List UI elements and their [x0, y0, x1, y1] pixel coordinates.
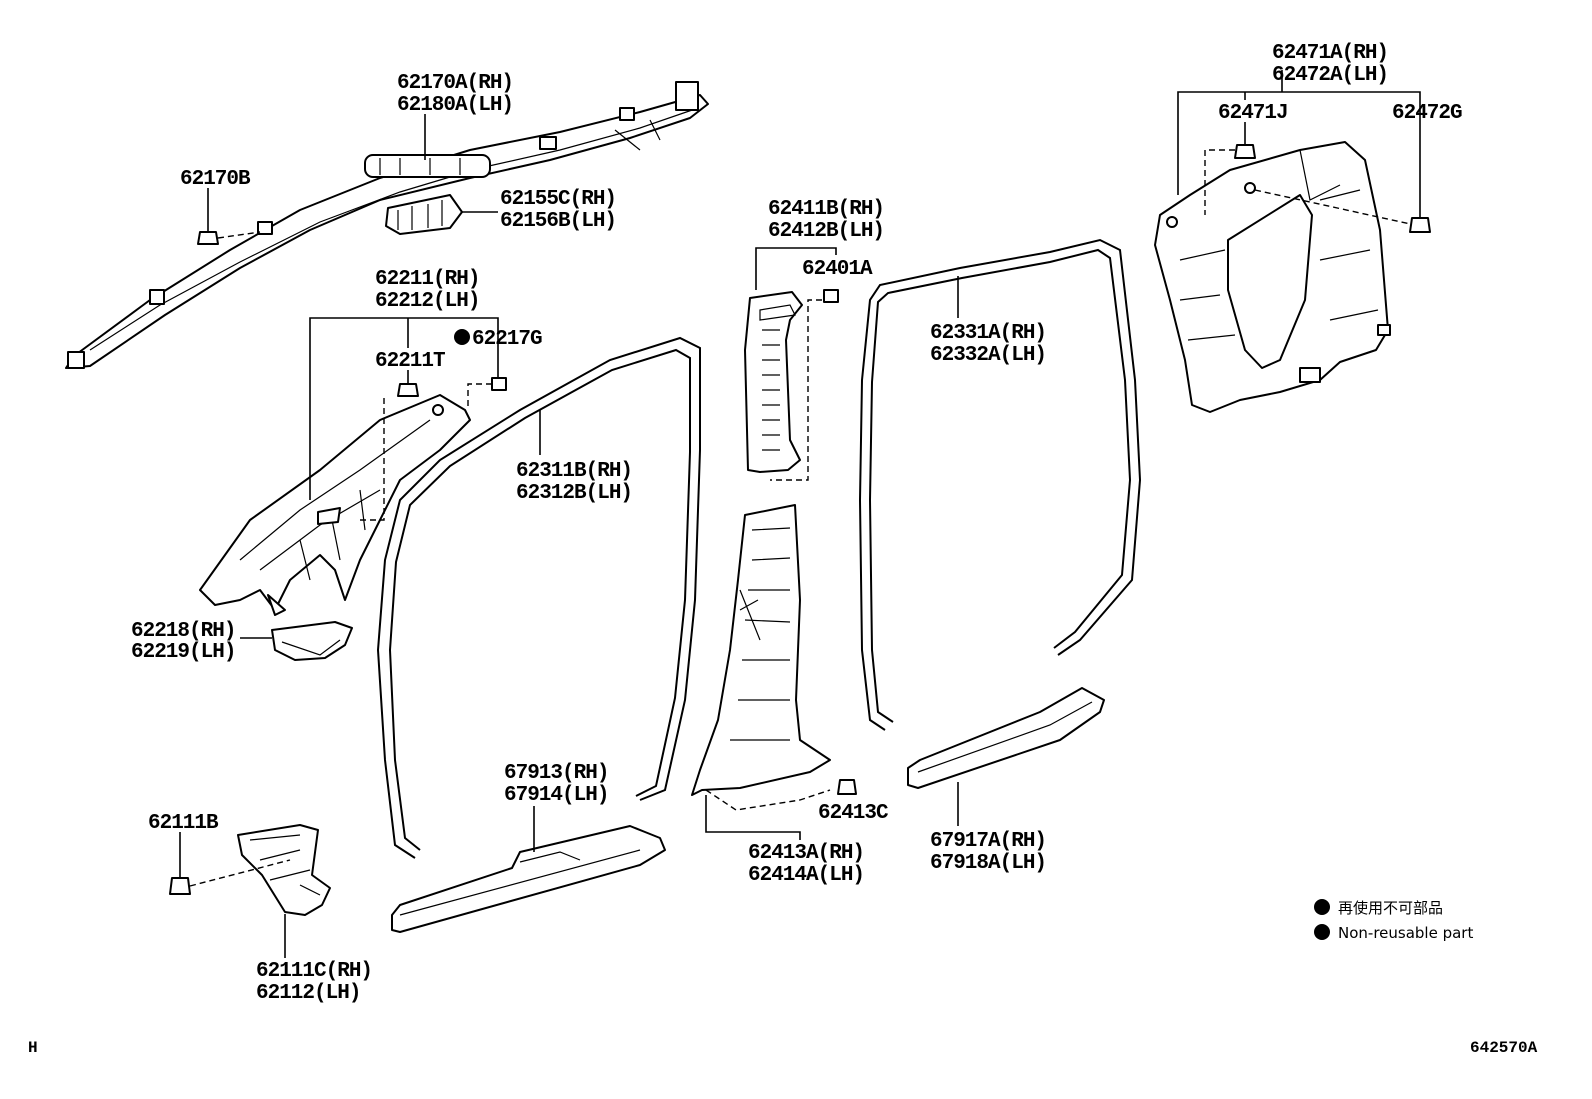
label-67913: 67913(RH): [504, 762, 608, 785]
label-62412b: 62412B(LH): [768, 220, 884, 243]
clip-62111b: [169, 832, 291, 895]
label-62211t: 62211T: [375, 350, 445, 373]
label-62218: 62218(RH): [131, 620, 235, 643]
front-door-opening-trim: [376, 336, 701, 859]
legend: 再使用不可部品 Non-reusable part: [1314, 899, 1473, 942]
label-62211: 62211(RH): [375, 268, 479, 291]
front-scuff-plate: [391, 806, 666, 933]
label-62217g: 62217G: [472, 328, 542, 351]
leader-62211: [309, 317, 507, 521]
label-62472a: 62472A(LH): [1272, 64, 1388, 87]
part-labels: 62170A(RH) 62180A(LH) 62170B 62155C(RH) …: [131, 42, 1463, 1005]
label-62413a: 62413A(RH): [748, 842, 864, 865]
rear-scuff-plate: [907, 687, 1105, 826]
non-reusable-mark-62217g: [454, 329, 470, 345]
label-67917a: 67917A(RH): [930, 830, 1046, 853]
label-62401a: 62401A: [802, 258, 873, 281]
diagram-id: 642570A: [1470, 1039, 1538, 1057]
label-62170b: 62170B: [180, 168, 251, 191]
label-62111c: 62111C(RH): [256, 960, 372, 983]
label-62471a: 62471A(RH): [1272, 42, 1388, 65]
legend-bullet-en: [1314, 924, 1330, 940]
bracket-62155c: [385, 194, 498, 235]
cowl-side-trim: [237, 824, 331, 958]
label-62112: 62112(LH): [256, 982, 360, 1005]
label-62180a: 62180A(LH): [397, 94, 513, 117]
label-62331a: 62331A(RH): [930, 322, 1046, 345]
center-pillar-upper-garnish: [744, 247, 839, 481]
label-67914: 67914(LH): [504, 784, 608, 807]
legend-en: Non-reusable part: [1338, 924, 1473, 942]
label-62155c: 62155C(RH): [500, 188, 616, 211]
cover-62218: [240, 621, 353, 661]
label-62156b: 62156B(LH): [500, 210, 616, 233]
legend-jp: 再使用不可部品: [1338, 899, 1443, 917]
clip-62170b: [197, 188, 261, 245]
label-62413c: 62413C: [818, 802, 889, 825]
label-62471j: 62471J: [1218, 102, 1288, 125]
front-pillar-garnish: [199, 394, 471, 616]
label-62472g: 62472G: [1392, 102, 1462, 125]
curtain-airbag-assembly: [65, 81, 709, 369]
label-62219: 62219(LH): [131, 641, 235, 664]
label-62111b: 62111B: [148, 812, 219, 835]
legend-bullet-jp: [1314, 899, 1330, 915]
label-62414a: 62414A(LH): [748, 864, 864, 887]
label-62311b: 62311B(RH): [516, 460, 632, 483]
footer-left-code: H: [28, 1039, 38, 1057]
label-62332a: 62332A(LH): [930, 344, 1046, 367]
center-pillar-lower-garnish: [691, 504, 857, 840]
label-62212: 62212(LH): [375, 290, 479, 313]
rear-door-opening-trim: [858, 238, 1142, 731]
label-67918a: 67918A(LH): [930, 852, 1046, 875]
label-62411b: 62411B(RH): [768, 198, 884, 221]
label-62170a: 62170A(RH): [397, 72, 513, 95]
label-62312b: 62312B(LH): [516, 482, 632, 505]
quarter-trim-panel: [1154, 70, 1431, 413]
